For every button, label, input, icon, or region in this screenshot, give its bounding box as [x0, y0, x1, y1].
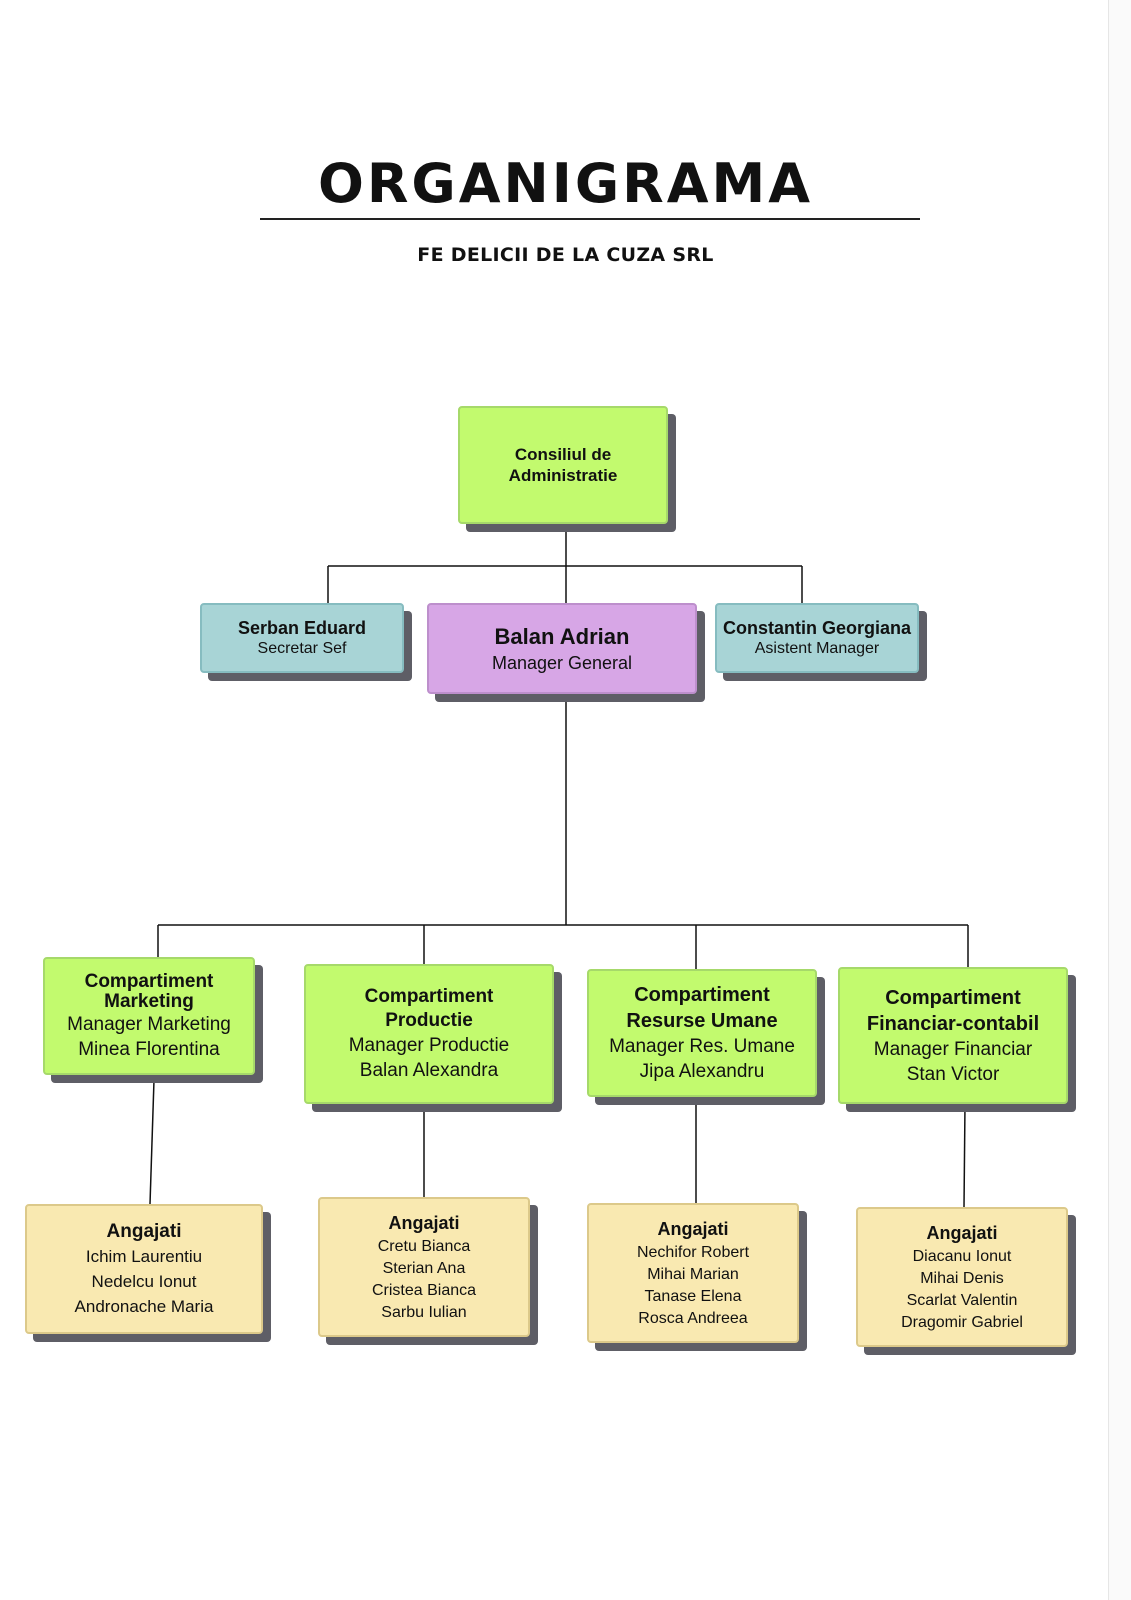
employee-name: Mihai Marian	[647, 1265, 739, 1283]
employees-heading: Angajati	[106, 1221, 182, 1242]
department-financiar-box: Compartiment Financiar-contabil Manager …	[838, 967, 1068, 1104]
page-edge	[1108, 0, 1131, 1600]
employee-name: Andronache Maria	[74, 1297, 214, 1316]
employee-name: Nedelcu Ionut	[91, 1272, 197, 1291]
department-manager-name: Minea Florentina	[78, 1039, 220, 1060]
assistant-role: Asistent Manager	[754, 640, 880, 657]
employee-name: Cristea Bianca	[371, 1281, 477, 1299]
employee-name: Sterian Ana	[382, 1259, 466, 1277]
employees-resurse-box: Angajati Nechifor Robert Mihai Marian Ta…	[587, 1203, 799, 1343]
board-box: Consiliul de Administratie	[458, 406, 668, 524]
department-title-1: Compartiment	[634, 984, 770, 1006]
connector-emp-marketing	[149, 1079, 155, 1205]
employees-heading: Angajati	[388, 1212, 460, 1233]
employees-productie-box: Angajati Cretu Bianca Sterian Ana Criste…	[318, 1197, 530, 1337]
department-title-2: Marketing	[104, 991, 194, 1012]
secretary-box: Serban Eduard Secretar Sef	[200, 603, 404, 673]
department-marketing-box: Compartiment Marketing Manager Marketing…	[43, 957, 255, 1075]
employee-name: Ichim Laurentiu	[85, 1247, 203, 1266]
employee-name: Tanase Elena	[644, 1287, 742, 1305]
secretary-name: Serban Eduard	[237, 618, 367, 638]
employees-marketing-box: Angajati Ichim Laurentiu Nedelcu Ionut A…	[25, 1204, 263, 1334]
department-title-2: Productie	[385, 1010, 473, 1031]
department-title-1: Compartiment	[364, 986, 494, 1007]
department-resurse-box: Compartiment Resurse Umane Manager Res. …	[587, 969, 817, 1097]
department-manager-name: Balan Alexandra	[359, 1060, 499, 1081]
board-line-1: Consiliul de	[514, 445, 612, 464]
secretary-role: Secretar Sef	[257, 640, 347, 657]
general-manager-role: Manager General	[491, 652, 633, 673]
board-line-2: Administratie	[508, 466, 618, 485]
employee-name: Scarlat Valentin	[906, 1291, 1018, 1309]
general-manager-name: Balan Adrian	[494, 623, 630, 649]
title-divider	[260, 218, 920, 220]
department-title-2: Resurse Umane	[626, 1010, 778, 1032]
employee-name: Cretu Bianca	[377, 1237, 471, 1255]
page-title: ORGANIGRAMA	[317, 152, 814, 215]
company-name: FE DELICII DE LA CUZA SRL	[417, 244, 714, 266]
employee-name: Rosca Andreea	[638, 1309, 748, 1327]
employee-name: Dragomir Gabriel	[901, 1313, 1023, 1331]
employees-heading: Angajati	[926, 1222, 998, 1243]
employee-name: Sarbu Iulian	[381, 1303, 467, 1321]
department-manager-role: Manager Res. Umane	[609, 1036, 795, 1057]
department-title-1: Compartiment	[84, 971, 214, 992]
connector-emp-financiar	[963, 1103, 966, 1208]
department-manager-role: Manager Productie	[348, 1035, 510, 1056]
general-manager-box: Balan Adrian Manager General	[427, 603, 697, 694]
assistant-name: Constantin Georgiana	[722, 618, 911, 638]
employee-name: Diacanu Ionut	[912, 1247, 1012, 1265]
employee-name: Mihai Denis	[920, 1269, 1004, 1287]
department-manager-role: Manager Financiar	[873, 1038, 1033, 1060]
department-manager-name: Jipa Alexandru	[639, 1061, 765, 1082]
department-manager-name: Stan Victor	[906, 1063, 1000, 1085]
department-title-1: Compartiment	[885, 986, 1021, 1009]
employees-heading: Angajati	[657, 1218, 729, 1239]
assistant-box: Constantin Georgiana Asistent Manager	[715, 603, 919, 673]
employees-financiar-box: Angajati Diacanu Ionut Mihai Denis Scarl…	[856, 1207, 1068, 1347]
department-manager-role: Manager Marketing	[67, 1014, 231, 1035]
department-productie-box: Compartiment Productie Manager Productie…	[304, 964, 554, 1104]
department-title-2: Financiar-contabil	[866, 1012, 1040, 1035]
employee-name: Nechifor Robert	[636, 1243, 750, 1261]
